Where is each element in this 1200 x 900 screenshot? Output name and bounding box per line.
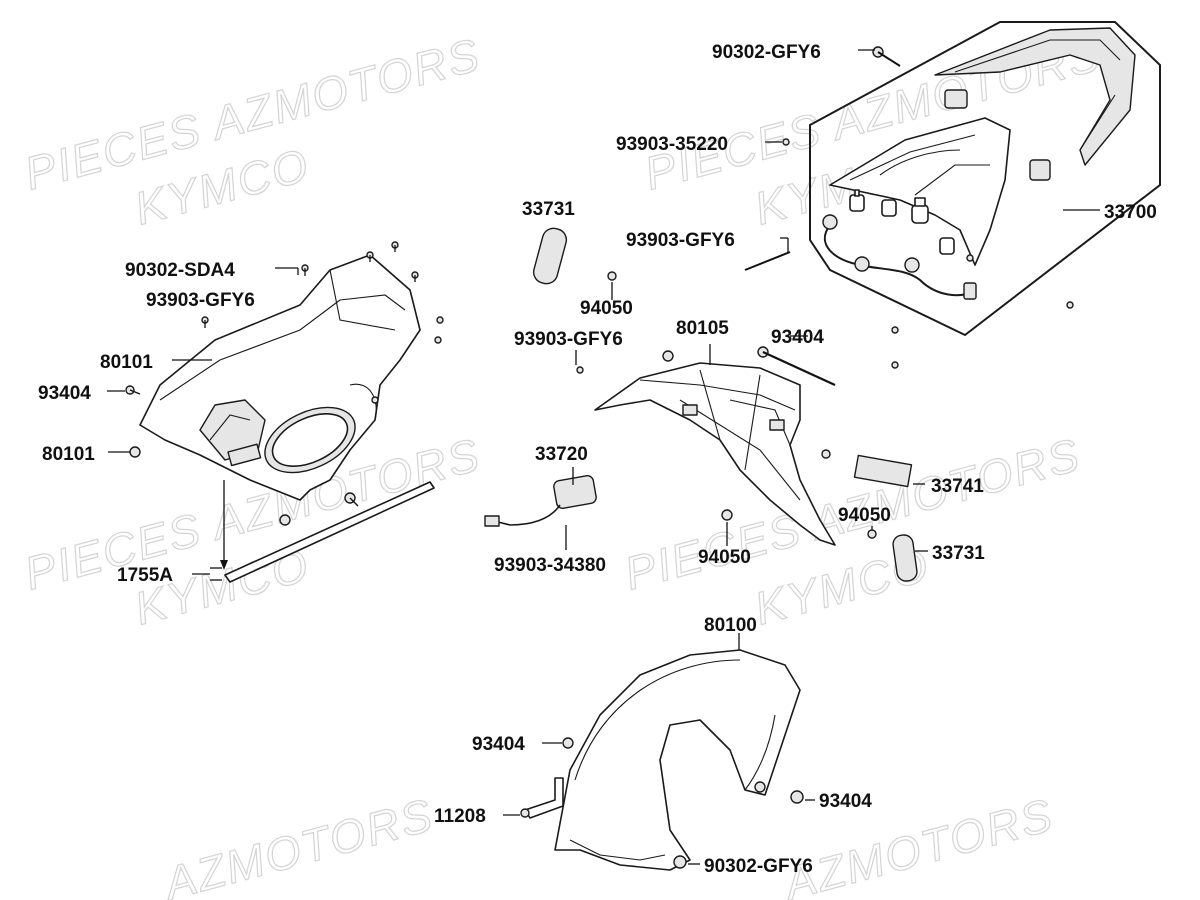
part-label: 93404 bbox=[472, 734, 525, 755]
tube-part bbox=[224, 481, 435, 583]
part-label: 33741 bbox=[931, 476, 984, 497]
tail-light-assembly bbox=[809, 21, 1161, 337]
part-label: 93903-GFY6 bbox=[514, 329, 623, 350]
watermark-text: AZMOTORS bbox=[156, 788, 439, 900]
part-label: 80100 bbox=[704, 615, 757, 636]
part-label: 90302-GFY6 bbox=[704, 856, 813, 877]
part-label: 93903-GFY6 bbox=[626, 230, 735, 251]
part-labels: 90302-GFY6 93903-35220 33700 33731 93903… bbox=[38, 42, 1157, 877]
part-label: 80101 bbox=[42, 444, 95, 465]
part-label: 94050 bbox=[838, 505, 891, 526]
leader-lines bbox=[107, 49, 1100, 865]
part-label: 93903-GFY6 bbox=[146, 290, 255, 311]
part-label: 93404 bbox=[771, 327, 824, 348]
part-label: 11208 bbox=[434, 806, 486, 827]
rear-fender-part bbox=[594, 362, 836, 546]
part-label: 94050 bbox=[580, 298, 633, 319]
inner-cover-part bbox=[139, 254, 421, 501]
screws-center bbox=[576, 46, 1074, 539]
part-label: 80101 bbox=[100, 352, 153, 373]
part-label: 93404 bbox=[38, 383, 91, 404]
part-label: 80105 bbox=[676, 318, 729, 339]
part-label: 93903-35220 bbox=[616, 134, 728, 155]
part-label: 93903-34380 bbox=[494, 555, 606, 576]
part-label: 33700 bbox=[1104, 202, 1157, 223]
part-label: 90302-GFY6 bbox=[712, 42, 821, 63]
front-fender-part bbox=[554, 649, 801, 871]
part-label: 90302-SDA4 bbox=[125, 260, 235, 281]
part-label: 33731 bbox=[522, 199, 575, 220]
part-label: 93404 bbox=[819, 791, 872, 812]
screws-left bbox=[125, 241, 444, 526]
reflector-parts bbox=[484, 227, 918, 582]
part-label: 33731 bbox=[932, 543, 985, 564]
part-label: 1755A bbox=[117, 565, 173, 586]
screws-fender bbox=[520, 737, 804, 869]
part-label: 33720 bbox=[535, 444, 588, 465]
part-label: 94050 bbox=[698, 547, 751, 568]
bracket-part bbox=[524, 777, 564, 819]
